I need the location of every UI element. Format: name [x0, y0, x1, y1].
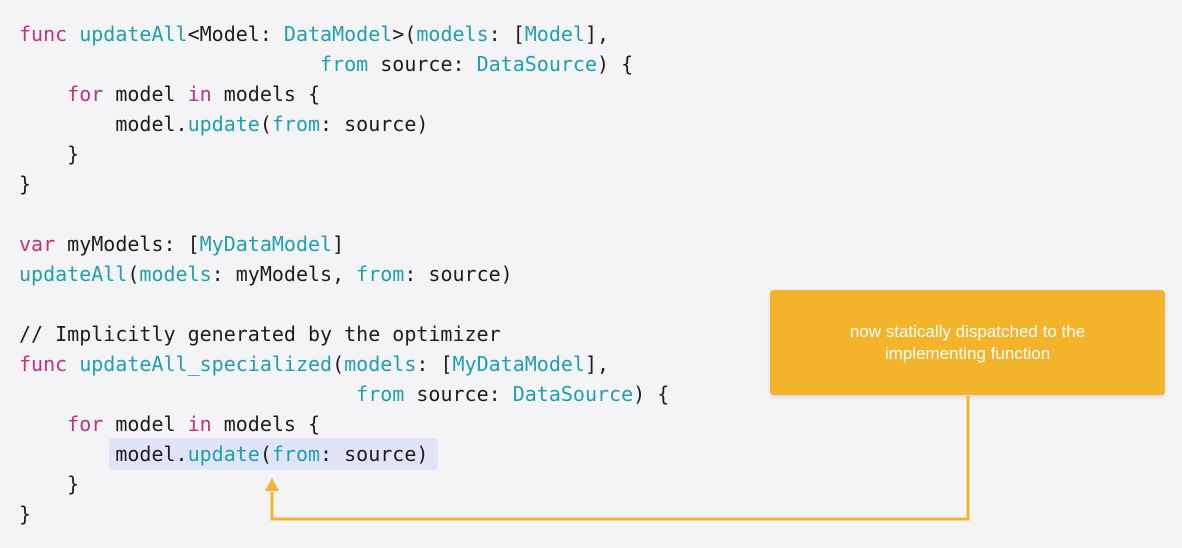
code-token: for	[67, 82, 104, 106]
code-token: models {	[211, 82, 321, 106]
arrow-line	[270, 396, 970, 521]
code-token: update	[187, 112, 260, 136]
code-token: from	[271, 442, 321, 466]
code-line: }	[19, 499, 669, 529]
code-token: : source)	[404, 262, 513, 286]
code-token: source:	[368, 52, 477, 76]
code-token: : source)	[320, 442, 429, 466]
code-token: from	[356, 262, 405, 286]
code-line: for model in models {	[19, 409, 669, 439]
code-token: >(	[392, 22, 417, 46]
code-token: }	[19, 502, 32, 526]
code-token: Model	[524, 22, 585, 46]
arrow-head-icon	[265, 478, 279, 491]
code-token: from	[271, 112, 321, 136]
code-token: MyDataModel	[199, 232, 333, 256]
callout-box: now statically dispatched to the impleme…	[770, 290, 1165, 395]
code-token: updateAll	[19, 262, 128, 286]
code-token: update	[187, 442, 260, 466]
code-line: for model in models {	[19, 79, 669, 109]
highlighted-call	[109, 438, 438, 470]
code-token: for	[67, 412, 104, 436]
code-token: model	[103, 82, 188, 106]
code-token: from	[356, 382, 405, 406]
code-token: }	[19, 172, 32, 196]
code-token: : [	[488, 22, 525, 46]
code-token: ],	[584, 352, 610, 376]
code-line: func updateAll_specialized(models: [MyDa…	[19, 349, 669, 379]
code-token: }	[19, 142, 80, 166]
code-token: : myModels,	[211, 262, 357, 286]
code-token: : source)	[320, 112, 429, 136]
code-line: var myModels: [MyDataModel]	[19, 229, 669, 259]
code-line: model.update(from: source)	[19, 439, 669, 469]
code-line: }	[19, 469, 669, 499]
callout-text: now statically dispatched to the impleme…	[849, 321, 1086, 363]
code-token: model.	[19, 112, 188, 136]
code-token: models	[344, 352, 417, 376]
code-token: in	[187, 412, 212, 436]
code-token: model	[103, 412, 188, 436]
code-token: (	[332, 352, 345, 376]
code-line: func updateAll<Model: DataModel>(models:…	[19, 19, 669, 49]
code-token: updateAll	[79, 22, 188, 46]
code-token: models	[139, 262, 212, 286]
code-line: updateAll(models: myModels, from: source…	[19, 259, 669, 289]
code-token: DataModel	[283, 22, 393, 46]
code-token: from	[320, 52, 369, 76]
code-token: }	[19, 472, 80, 496]
code-block: func updateAll<Model: DataModel>(models:…	[19, 19, 669, 529]
code-line: from source: DataSource) {	[19, 49, 669, 79]
code-token: ]	[332, 232, 345, 256]
code-token: ) {	[633, 382, 670, 406]
code-token: myModels: [	[55, 232, 200, 256]
code-line: }	[19, 139, 669, 169]
code-token: in	[187, 82, 212, 106]
code-token: <Model:	[187, 22, 284, 46]
code-token: func	[19, 352, 68, 376]
code-token: updateAll_specialized	[79, 352, 333, 376]
code-token: func	[19, 22, 68, 46]
code-line: model.update(from: source)	[19, 109, 669, 139]
code-token: ) {	[597, 52, 634, 76]
code-token: models {	[211, 412, 321, 436]
code-token: // Implicitly generated by the optimizer	[19, 322, 501, 346]
code-token: DataSource	[476, 52, 597, 76]
code-token: var	[19, 232, 56, 256]
code-token: (	[259, 112, 272, 136]
code-token: models	[416, 22, 489, 46]
code-token: (	[127, 262, 140, 286]
code-token: source:	[404, 382, 513, 406]
code-line: from source: DataSource) {	[19, 379, 669, 409]
code-token: MyDataModel	[452, 352, 585, 376]
code-token: model.	[19, 442, 188, 466]
code-line: }	[19, 169, 669, 199]
code-token: DataSource	[512, 382, 634, 406]
code-token: ],	[584, 22, 610, 46]
code-line: // Implicitly generated by the optimizer	[19, 319, 669, 349]
code-token: : [	[416, 352, 453, 376]
code-token: (	[259, 442, 272, 466]
